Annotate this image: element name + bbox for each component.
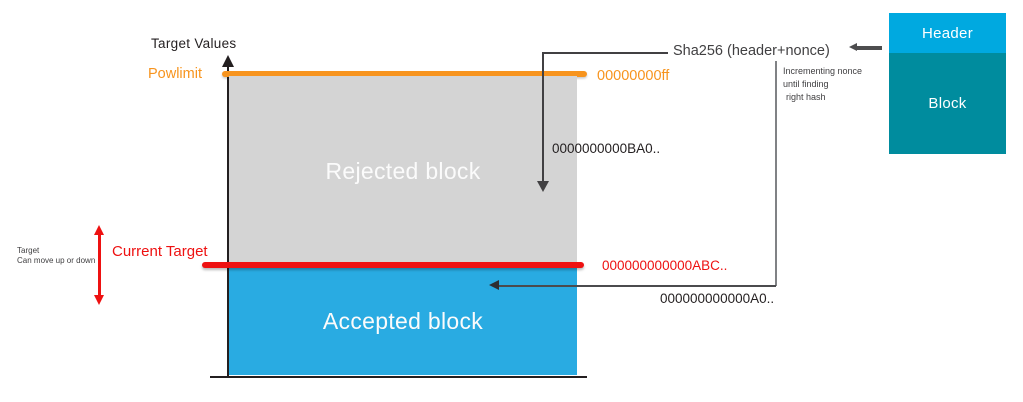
powlimit-label: Powlimit (148, 66, 202, 82)
block-body-box: Block (889, 53, 1006, 154)
target-move-note-line1: Target (17, 246, 40, 255)
block-header-label: Header (922, 24, 973, 42)
target-range-arrow-up-icon (94, 225, 104, 235)
rejected-block-region: Rejected block (229, 76, 577, 266)
sha256-arrow-down-icon (537, 181, 549, 192)
header-to-sha256-arrow-line (856, 46, 882, 50)
nonce-loop-horizontal-line (497, 285, 776, 287)
x-axis-baseline (210, 375, 587, 378)
sha256-label: Sha256 (header+nonce) (673, 43, 830, 59)
incrementing-nonce-note: Incrementing nonce until finding right h… (783, 65, 862, 104)
nonce-loop-vertical-line (775, 61, 777, 286)
target-move-note-line2: Can move up or down (17, 255, 96, 265)
block-header-box: Header (889, 13, 1006, 53)
accepted-block-label: Accepted block (322, 307, 484, 334)
nonce-note-line1: Incrementing nonce (783, 66, 863, 76)
y-axis-line (227, 62, 229, 377)
nonce-note-line3: right hash (786, 92, 826, 102)
accepted-block-region: Accepted block (229, 267, 577, 375)
rejected-hash-value: 0000000000BA0.. (552, 141, 661, 156)
block-body-label: Block (928, 95, 967, 112)
rejected-block-label: Rejected block (325, 157, 481, 184)
current-target-line (202, 261, 584, 268)
powlimit-threshold-line (222, 71, 587, 77)
powlimit-hash-value: 00000000ff (597, 68, 670, 84)
sha256-connector-vertical (542, 52, 544, 182)
y-axis-arrow-up-icon (222, 55, 234, 67)
target-range-arrow-line (98, 233, 101, 297)
header-to-sha256-arrow-left-icon (849, 43, 857, 51)
target-move-note: Target Can move up or down (17, 246, 95, 265)
target-range-arrow-down-icon (94, 295, 104, 305)
accepted-hash-value: 000000000000A0.. (660, 291, 775, 306)
nonce-loop-arrow-left-icon (489, 280, 499, 290)
sha256-connector-horizontal (542, 52, 668, 54)
current-target-hash-value: 000000000000ABC.. (602, 258, 728, 273)
current-target-label: Current Target (112, 243, 208, 260)
y-axis-title: Target Values (151, 36, 237, 51)
nonce-note-line2: until finding (783, 79, 829, 89)
